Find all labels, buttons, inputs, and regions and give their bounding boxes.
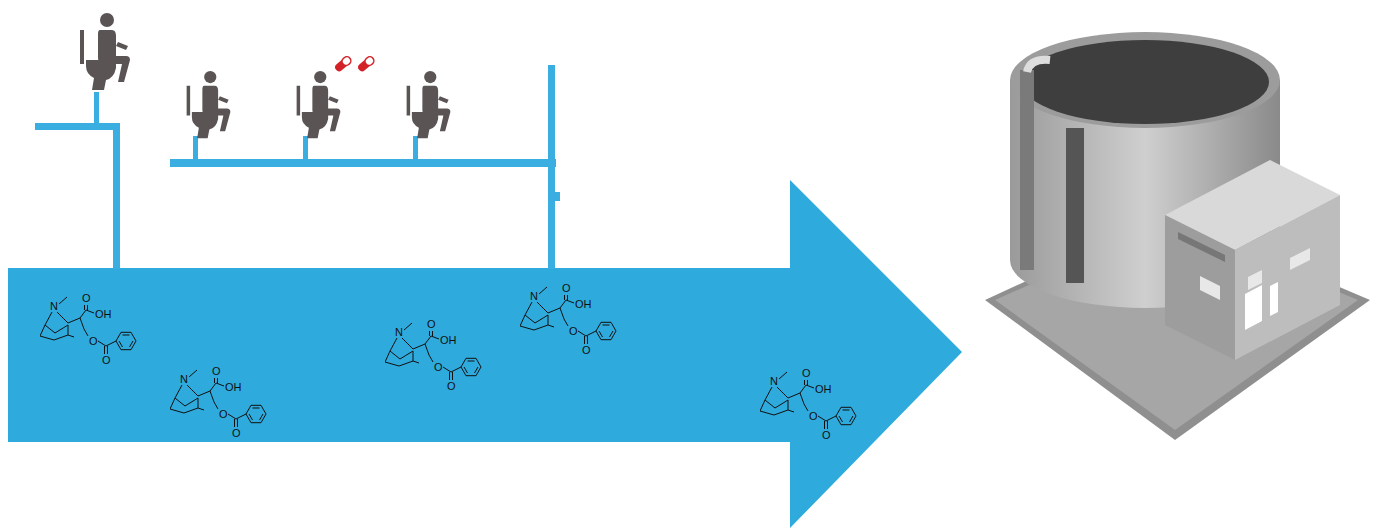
atom-label: N	[50, 300, 58, 312]
sewer-pipes	[35, 65, 560, 269]
atom-label: O	[822, 429, 831, 441]
molecule-bonds	[40, 292, 160, 372]
atom-label: O	[89, 335, 98, 347]
benzoylecgonine-molecule: NOOHOO	[760, 367, 880, 447]
benzoylecgonine-molecule: NOOHOO	[520, 282, 640, 362]
atom-label: OH	[225, 381, 242, 393]
atom-label: O	[562, 282, 571, 294]
atom-label: N	[180, 373, 188, 385]
benzoylecgonine-molecule: NOOHOO	[40, 292, 160, 372]
pills	[334, 55, 376, 73]
atom-label: N	[770, 375, 778, 387]
molecule-bonds	[760, 367, 880, 447]
atom-label: O	[447, 380, 456, 392]
molecule-bonds	[385, 318, 505, 398]
atom-label: O	[582, 344, 591, 356]
atom-label: O	[232, 427, 241, 439]
atom-label: O	[427, 318, 436, 330]
toilet-users	[80, 13, 450, 138]
atom-label: O	[569, 325, 578, 337]
atom-label: OH	[440, 334, 457, 346]
atom-label: O	[434, 361, 443, 373]
molecule-bonds	[170, 365, 290, 445]
treatment-plant	[985, 32, 1370, 440]
benzoylecgonine-molecule: NOOHOO	[170, 365, 290, 445]
benzoylecgonine-molecule: NOOHOO	[385, 318, 505, 398]
atom-label: N	[530, 290, 538, 302]
atom-label: O	[809, 410, 818, 422]
molecule-bonds	[520, 282, 640, 362]
atom-label: O	[219, 408, 228, 420]
atom-label: O	[212, 365, 221, 377]
atom-label: OH	[95, 308, 112, 320]
atom-label: O	[82, 292, 91, 304]
atom-label: OH	[815, 383, 832, 395]
atom-label: N	[395, 326, 403, 338]
atom-label: O	[802, 367, 811, 379]
flow-arrow	[8, 180, 962, 528]
atom-label: OH	[575, 298, 592, 310]
atom-label: O	[102, 354, 111, 366]
